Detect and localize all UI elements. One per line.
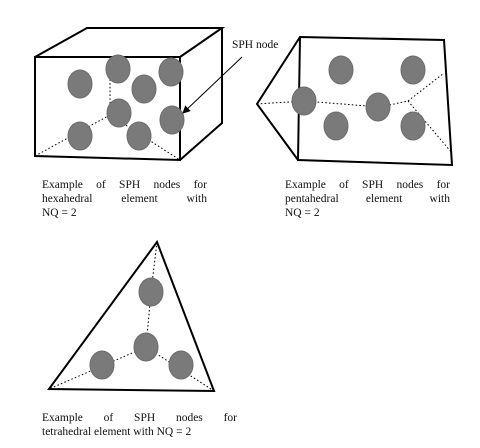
sph-node	[106, 98, 132, 128]
sph-node	[328, 55, 354, 85]
hex-top-face	[34, 27, 226, 58]
pentahedral-element	[255, 35, 454, 167]
hex-side-face	[179, 28, 223, 161]
hex-hidden-edge	[109, 114, 181, 161]
sph-node	[67, 121, 93, 151]
caption-line: tetrahedral element with NQ = 2	[42, 426, 192, 438]
caption-line: pentahedral element with	[285, 193, 450, 205]
sph-node	[159, 105, 185, 135]
caption-line: hexahedral element with	[42, 193, 207, 205]
penta-hidden-edge	[256, 100, 409, 108]
tetra-outline	[47, 239, 216, 393]
sph-node	[158, 57, 184, 87]
sph-node	[131, 74, 157, 104]
hexahedral-element	[34, 27, 226, 162]
pentahedral-caption: Example of SPH nodes for pentahedral ele…	[285, 178, 450, 220]
sph-node	[133, 332, 159, 362]
sph-node	[400, 111, 426, 141]
penta-hidden-edge	[407, 72, 445, 102]
hexahedral-caption: Example of SPH nodes for hexahedral elem…	[42, 178, 207, 220]
caption-line: Example of SPH nodes for	[285, 179, 450, 191]
caption-line: Example of SPH nodes for	[42, 179, 207, 191]
caption-line: NQ = 2	[42, 207, 77, 219]
caption-line: NQ = 2	[285, 207, 320, 219]
penta-rect-face	[296, 35, 454, 167]
tetrahedral-caption: Example of SPH nodes for tetrahedral ele…	[42, 411, 237, 439]
sph-node	[323, 111, 349, 141]
sph-node	[291, 86, 317, 116]
sph-node	[168, 350, 194, 380]
sph-node-annotation: SPH node	[182, 39, 278, 114]
sph-node	[89, 350, 115, 380]
sph-node	[400, 55, 426, 85]
tetra-hidden-edge	[48, 346, 147, 390]
sph-node	[365, 92, 391, 122]
annotation-label: SPH node	[232, 39, 278, 51]
sph-node	[67, 69, 93, 99]
penta-triangle-face	[255, 36, 301, 161]
tetrahedral-element	[47, 239, 216, 393]
annotation-arrow	[182, 56, 243, 114]
caption-line: Example of SPH nodes for	[42, 412, 237, 424]
sph-node	[126, 121, 152, 151]
sph-node	[138, 277, 164, 307]
sph-node	[105, 54, 131, 84]
